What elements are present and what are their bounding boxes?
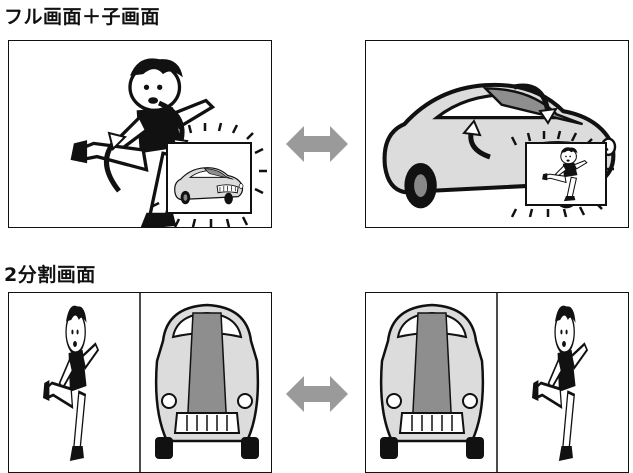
full-screen-boy-with-pip-car bbox=[8, 40, 272, 228]
section-title-split: 2分割画面 bbox=[4, 264, 96, 286]
section-title-full-pip: フル画面＋子画面 bbox=[4, 6, 161, 28]
swap-arrow-icon bbox=[286, 376, 348, 412]
swap-arrow-icon bbox=[286, 126, 348, 162]
sports-car-figure bbox=[153, 303, 261, 461]
split-screen-boy-car bbox=[8, 292, 272, 473]
split-screen-car-boy bbox=[365, 292, 629, 473]
boy-kicking-figure bbox=[530, 304, 589, 463]
boy-kicking-figure bbox=[41, 304, 100, 463]
pip-window bbox=[166, 142, 252, 214]
full-screen-car-with-pip-boy bbox=[365, 40, 629, 228]
rotate-arrow-icon bbox=[513, 83, 551, 114]
sports-car-figure bbox=[378, 303, 486, 461]
